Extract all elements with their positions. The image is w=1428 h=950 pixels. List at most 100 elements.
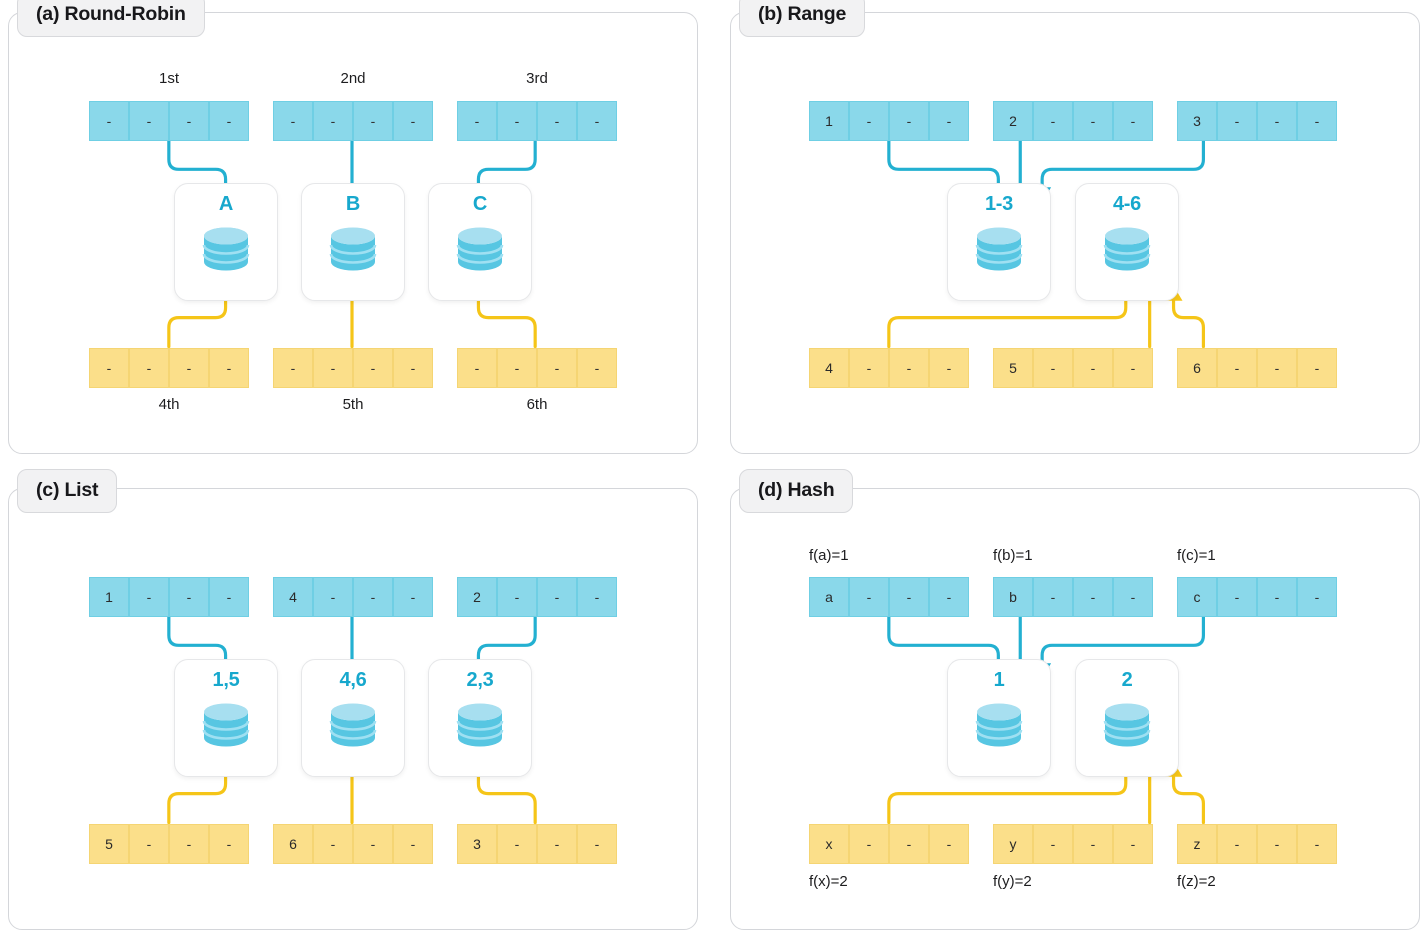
target-array-1: 4 - - - bbox=[809, 348, 969, 388]
array-cell: z bbox=[1177, 824, 1217, 864]
array-cell: 5 bbox=[993, 348, 1033, 388]
source-array-3: 3 - - - bbox=[1177, 101, 1337, 141]
node-label: C bbox=[472, 193, 488, 215]
array-cell: - bbox=[497, 577, 537, 617]
node-card-2-3[interactable]: 2,3 bbox=[428, 659, 532, 777]
panel-title-round-robin: (a) Round-Robin bbox=[17, 0, 205, 37]
node-card-1[interactable]: 1 bbox=[947, 659, 1051, 777]
array-cell: - bbox=[393, 824, 433, 864]
label-top-1: 1st bbox=[158, 70, 180, 87]
array-cell: 6 bbox=[1177, 348, 1217, 388]
array-cell: - bbox=[577, 824, 617, 864]
source-array-3: c - - - bbox=[1177, 577, 1337, 617]
array-cell: - bbox=[497, 824, 537, 864]
target-array-1: 5 - - - bbox=[89, 824, 249, 864]
array-cell: - bbox=[577, 101, 617, 141]
array-cell: - bbox=[457, 101, 497, 141]
database-icon bbox=[451, 220, 509, 283]
array-cell: - bbox=[209, 348, 249, 388]
array-cell: - bbox=[1073, 577, 1113, 617]
array-cell: - bbox=[209, 101, 249, 141]
node-card-b[interactable]: B bbox=[301, 183, 405, 301]
target-array-2: 5 - - - bbox=[993, 348, 1153, 388]
array-cell: - bbox=[1033, 348, 1073, 388]
array-cell: - bbox=[169, 824, 209, 864]
array-cell: - bbox=[1297, 348, 1337, 388]
array-cell: - bbox=[89, 348, 129, 388]
array-cell: - bbox=[849, 101, 889, 141]
panel-a-stage: 1st 2nd 3rd - - - - - - - - - - - - bbox=[9, 13, 697, 453]
database-icon bbox=[1098, 696, 1156, 759]
array-cell: - bbox=[353, 101, 393, 141]
source-array-1: - - - - bbox=[89, 101, 249, 141]
array-cell: - bbox=[889, 348, 929, 388]
array-cell: - bbox=[537, 577, 577, 617]
node-card-a[interactable]: A bbox=[174, 183, 278, 301]
node-card-4-6[interactable]: 4,6 bbox=[301, 659, 405, 777]
label-top-1: f(a)=1 bbox=[809, 547, 849, 564]
label-bottom-1: f(x)=2 bbox=[809, 873, 848, 890]
array-cell: - bbox=[273, 101, 313, 141]
array-cell: - bbox=[889, 577, 929, 617]
array-cell: - bbox=[537, 101, 577, 141]
node-card-1-5[interactable]: 1,5 bbox=[174, 659, 278, 777]
database-icon bbox=[1098, 220, 1156, 283]
array-cell: - bbox=[1257, 348, 1297, 388]
array-cell: 5 bbox=[89, 824, 129, 864]
source-array-1: a - - - bbox=[809, 577, 969, 617]
array-cell: - bbox=[129, 101, 169, 141]
target-array-1: - - - - bbox=[89, 348, 249, 388]
database-icon bbox=[324, 696, 382, 759]
array-cell: - bbox=[1217, 577, 1257, 617]
array-cell: - bbox=[129, 577, 169, 617]
array-cell: - bbox=[849, 577, 889, 617]
array-cell: a bbox=[809, 577, 849, 617]
node-card-4-6[interactable]: 4-6 bbox=[1075, 183, 1179, 301]
node-card-1-3[interactable]: 1-3 bbox=[947, 183, 1051, 301]
database-icon bbox=[970, 696, 1028, 759]
target-array-3: z - - - bbox=[1177, 824, 1337, 864]
target-array-3: 3 - - - bbox=[457, 824, 617, 864]
panel-title-list: (c) List bbox=[17, 469, 118, 513]
panel-c-stage: 1 - - - 4 - - - 2 - - - 1,5 bbox=[9, 489, 697, 929]
node-label: 4,6 bbox=[339, 669, 367, 691]
array-cell: - bbox=[209, 824, 249, 864]
source-array-2: 4 - - - bbox=[273, 577, 433, 617]
array-cell: b bbox=[993, 577, 1033, 617]
array-cell: - bbox=[89, 101, 129, 141]
array-cell: - bbox=[353, 348, 393, 388]
array-cell: - bbox=[1033, 577, 1073, 617]
database-icon bbox=[197, 696, 255, 759]
array-cell: - bbox=[537, 348, 577, 388]
panel-list: (c) List bbox=[8, 469, 698, 930]
array-cell: - bbox=[1073, 824, 1113, 864]
node-card-2[interactable]: 2 bbox=[1075, 659, 1179, 777]
array-cell: - bbox=[393, 577, 433, 617]
node-card-c[interactable]: C bbox=[428, 183, 532, 301]
target-array-2: - - - - bbox=[273, 348, 433, 388]
array-cell: - bbox=[929, 577, 969, 617]
label-bottom-1: 4th bbox=[158, 396, 180, 413]
array-cell: - bbox=[497, 101, 537, 141]
array-cell: - bbox=[1257, 101, 1297, 141]
target-array-3: - - - - bbox=[457, 348, 617, 388]
array-cell: - bbox=[1217, 348, 1257, 388]
node-label: 1 bbox=[993, 669, 1005, 691]
array-cell: - bbox=[1257, 824, 1297, 864]
label-top-3: f(c)=1 bbox=[1177, 547, 1216, 564]
label-bottom-3: f(z)=2 bbox=[1177, 873, 1216, 890]
array-cell: y bbox=[993, 824, 1033, 864]
panel-title-hash: (d) Hash bbox=[739, 469, 854, 513]
target-array-1: x - - - bbox=[809, 824, 969, 864]
array-cell: - bbox=[577, 577, 617, 617]
database-icon bbox=[970, 220, 1028, 283]
panel-title-range: (b) Range bbox=[739, 0, 866, 37]
array-cell: 1 bbox=[809, 101, 849, 141]
array-cell: 4 bbox=[809, 348, 849, 388]
array-cell: - bbox=[1073, 101, 1113, 141]
array-cell: - bbox=[929, 348, 969, 388]
array-cell: 4 bbox=[273, 577, 313, 617]
array-cell: 1 bbox=[89, 577, 129, 617]
array-cell: - bbox=[169, 577, 209, 617]
source-array-3: - - - - bbox=[457, 101, 617, 141]
